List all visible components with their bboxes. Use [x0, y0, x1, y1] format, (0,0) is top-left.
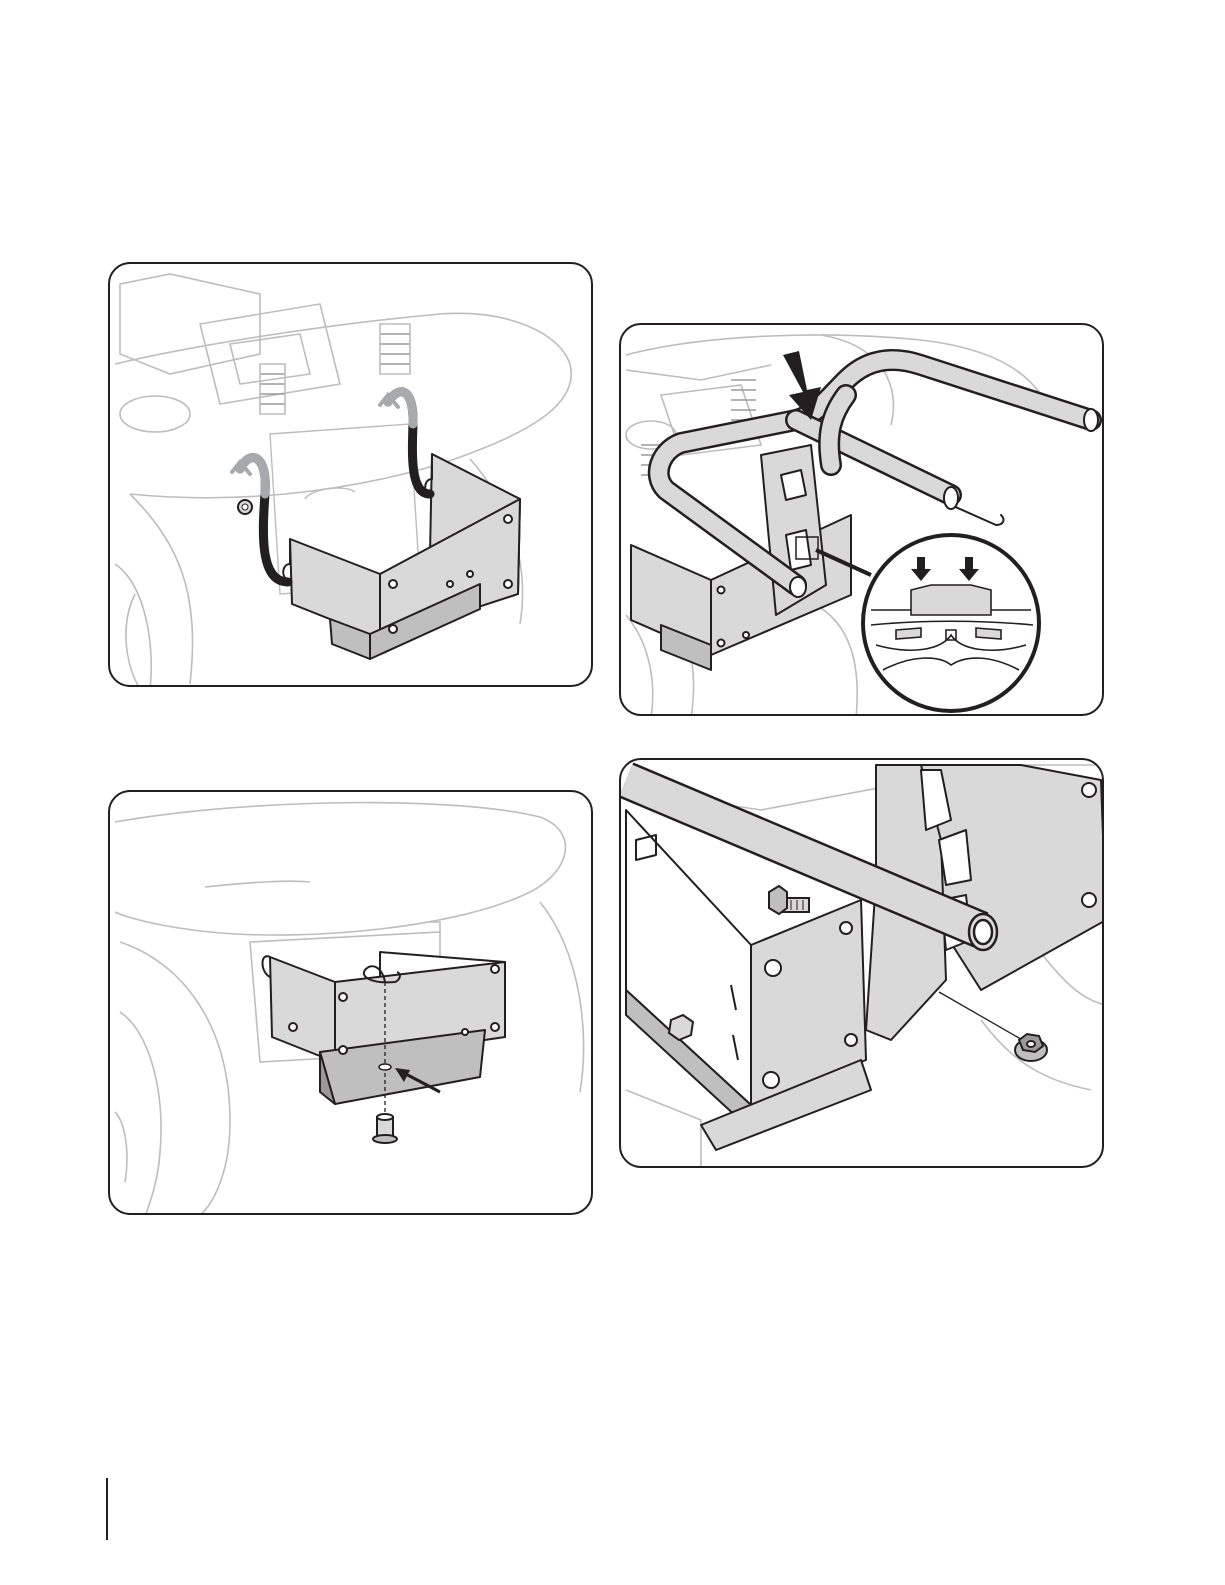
pin-icon	[373, 1114, 397, 1143]
magnifier-callout-icon	[863, 535, 1039, 711]
figure-4-panel	[619, 758, 1104, 1168]
figure-1-panel	[108, 262, 593, 687]
curved-arrow-icon	[380, 392, 430, 494]
nut-icon	[238, 500, 252, 514]
figure-3-panel	[108, 790, 593, 1215]
figure-3-illustration	[110, 792, 593, 1215]
figure-2-panel	[619, 323, 1104, 716]
figure-2-illustration	[621, 325, 1104, 716]
figure-1-illustration	[110, 264, 593, 687]
footer-rule	[106, 1478, 108, 1540]
bolt-icon	[769, 886, 809, 914]
figure-4-illustration	[621, 760, 1104, 1168]
curved-arrow-icon	[232, 458, 288, 582]
